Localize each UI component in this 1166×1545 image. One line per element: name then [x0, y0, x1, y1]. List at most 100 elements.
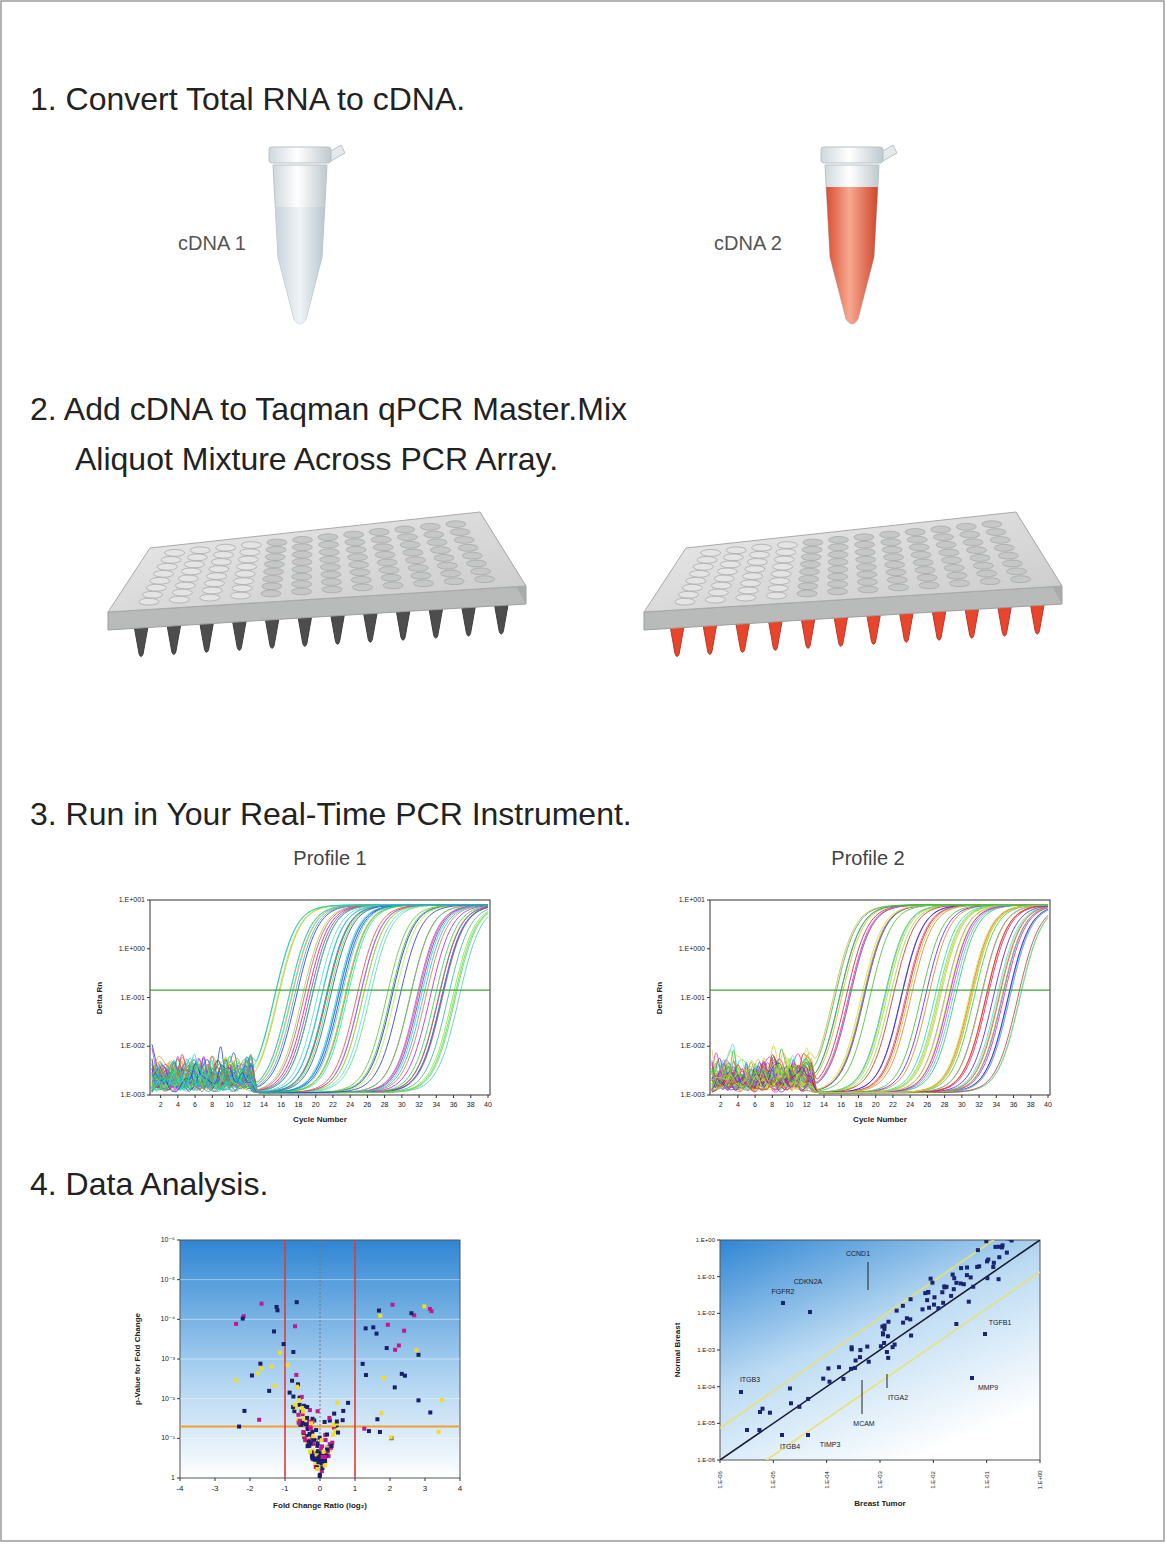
tick [419, 1095, 420, 1098]
data-point [364, 1326, 368, 1330]
amplification-curve [152, 905, 488, 1093]
well-tip [768, 620, 782, 651]
tube [269, 145, 345, 324]
well [397, 534, 417, 541]
amplification-curve [152, 905, 488, 1092]
tick-label: 1 [171, 1474, 175, 1482]
amplification-curve [152, 905, 488, 1093]
data-point [316, 1456, 320, 1460]
amplification-curve [712, 905, 1048, 1093]
well-tip [134, 626, 148, 657]
well-tip [462, 606, 476, 637]
data-point [780, 1433, 784, 1437]
leader-line [862, 1380, 863, 1414]
well [944, 565, 964, 572]
tick [195, 1095, 196, 1098]
data-point [255, 1371, 259, 1375]
well-tip [232, 620, 246, 651]
data-point [336, 1431, 340, 1435]
tick [858, 1095, 859, 1098]
tick-label: 30 [398, 1101, 406, 1109]
amplification-curve [712, 905, 1048, 1092]
gene-label: TIMP3 [820, 1441, 841, 1449]
well-tip [703, 624, 717, 655]
well-tip [670, 626, 684, 657]
well [216, 544, 236, 551]
data-point [291, 1350, 295, 1354]
well [679, 591, 699, 598]
data-point [267, 1389, 271, 1393]
data-point [440, 1398, 444, 1402]
well [319, 541, 339, 548]
well [190, 547, 210, 554]
amplification-curve [712, 905, 1048, 1093]
well [383, 582, 403, 589]
tick-label: 40 [484, 1101, 492, 1109]
data-point [826, 1366, 830, 1370]
well [420, 523, 440, 530]
data-point [234, 1378, 238, 1382]
tick [717, 1386, 720, 1387]
tick-label: 40 [1044, 1101, 1052, 1109]
data-point [386, 1323, 390, 1327]
data-point [768, 1411, 772, 1415]
well [184, 561, 204, 568]
well [351, 576, 371, 583]
tick [215, 1478, 216, 1481]
tick [384, 1095, 385, 1098]
data-point [335, 1401, 339, 1405]
data-point [389, 1436, 393, 1440]
well [828, 566, 848, 573]
tick [401, 1095, 402, 1098]
well [264, 568, 284, 575]
tick-label: 14 [820, 1101, 828, 1109]
well [266, 546, 286, 553]
tick-label: 1.E-06 [717, 1471, 724, 1489]
data-point [985, 1276, 989, 1280]
data-point [270, 1365, 274, 1369]
well [165, 549, 185, 556]
tick-label: 10⁻⁴ [161, 1315, 176, 1323]
amplification-curve [712, 905, 1048, 1090]
well [377, 559, 397, 566]
tube-lid-tab [883, 145, 897, 161]
amplification-plot [707, 900, 1050, 1098]
well [885, 561, 905, 568]
data-point [891, 1345, 895, 1349]
tick-label: 24 [346, 1101, 354, 1109]
data-point [305, 1405, 309, 1409]
grid-line [180, 1359, 460, 1360]
amplification-curve [712, 905, 1048, 1090]
amplification-curve [152, 905, 488, 1092]
well [475, 576, 495, 583]
tick [147, 900, 150, 901]
well [318, 534, 338, 541]
well [373, 544, 393, 551]
data-point [291, 1395, 295, 1399]
tick [177, 1398, 180, 1399]
data-point [314, 1428, 318, 1432]
well [320, 564, 340, 571]
well [350, 569, 370, 576]
well-tip [265, 618, 279, 649]
well [828, 573, 848, 580]
tick-label: 1.E+00 [1037, 1470, 1044, 1489]
data-point [808, 1310, 812, 1314]
well [801, 554, 821, 561]
well-tip [801, 618, 815, 649]
well [986, 529, 1006, 536]
tick [177, 1240, 180, 1241]
tick-label: 18 [855, 1101, 863, 1109]
well [693, 563, 713, 570]
tick [332, 1095, 333, 1098]
amplification-curve [712, 905, 1048, 1093]
well [675, 598, 695, 605]
well [181, 568, 201, 575]
data-point [901, 1304, 905, 1308]
axis-title: Fold Change Ratio (log₂) [273, 1502, 367, 1511]
data-point [237, 1425, 241, 1429]
tick-label: 38 [467, 1101, 475, 1109]
data-point [993, 1245, 997, 1249]
